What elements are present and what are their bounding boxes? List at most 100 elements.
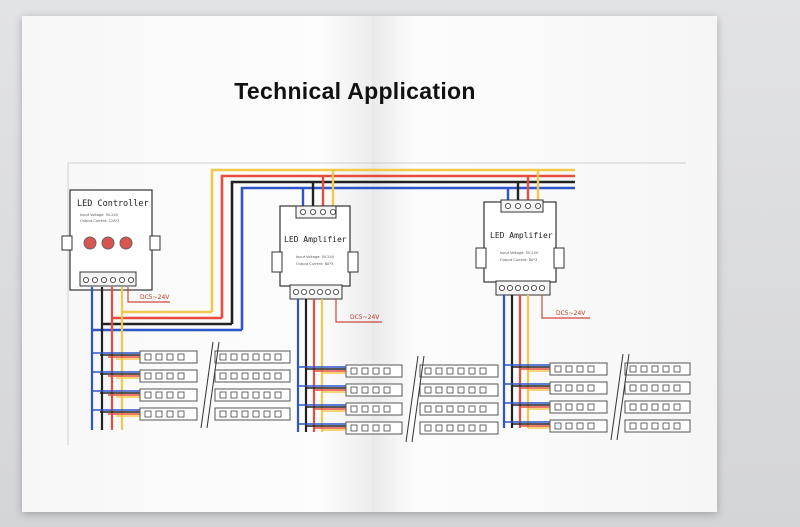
led-chip xyxy=(230,410,238,418)
led-chip xyxy=(252,353,260,361)
led-chip xyxy=(424,367,432,375)
led-chip xyxy=(479,405,487,413)
strip-cut-mark xyxy=(610,353,624,441)
led-chip xyxy=(219,391,227,399)
led-chip xyxy=(457,367,465,375)
led-chip xyxy=(424,386,432,394)
led-strips xyxy=(92,341,691,443)
led-chip xyxy=(144,372,152,380)
led-chip xyxy=(565,403,573,411)
led-chip xyxy=(468,367,476,375)
led-chip xyxy=(446,386,454,394)
led-chip xyxy=(435,424,443,432)
led-chip xyxy=(446,424,454,432)
led-chip xyxy=(263,353,271,361)
led-chip xyxy=(383,405,391,413)
led-chip xyxy=(629,403,637,411)
led-chip xyxy=(457,424,465,432)
led-chip xyxy=(640,365,648,373)
amplifier-1-input-terminal xyxy=(295,205,337,219)
top-signal-bus xyxy=(210,168,575,330)
led-chip xyxy=(662,403,670,411)
led-chip xyxy=(662,365,670,373)
led-chip xyxy=(383,367,391,375)
led-chip xyxy=(651,365,659,373)
controller-output-wires xyxy=(90,287,170,430)
led-chip xyxy=(252,391,260,399)
amplifier-1-output-wires xyxy=(296,299,382,432)
led-chip xyxy=(177,372,185,380)
led-chip xyxy=(435,386,443,394)
led-chip xyxy=(230,391,238,399)
led-chip xyxy=(372,367,380,375)
led-chip xyxy=(673,365,681,373)
led-chip xyxy=(372,424,380,432)
led-chip xyxy=(252,410,260,418)
led-chip xyxy=(361,424,369,432)
amplifier-2-dc-label: DC5~24V xyxy=(556,310,586,317)
led-chip xyxy=(372,405,380,413)
strip-cut-mark xyxy=(616,353,630,441)
led-chip xyxy=(662,384,670,392)
strip-cut-mark xyxy=(200,341,214,429)
led-chip xyxy=(468,386,476,394)
led-chip xyxy=(241,391,249,399)
led-chip xyxy=(361,367,369,375)
led-chip xyxy=(554,365,562,373)
led-chip xyxy=(144,391,152,399)
led-chip xyxy=(640,422,648,430)
led-chip xyxy=(565,384,573,392)
led-chip xyxy=(565,365,573,373)
controller-bus xyxy=(92,310,242,332)
led-chip xyxy=(252,372,260,380)
controller-spec-voltage: Input Voltage: 5V-24V xyxy=(80,213,119,217)
led-chip xyxy=(673,403,681,411)
led-chip xyxy=(155,410,163,418)
led-chip xyxy=(468,424,476,432)
led-chip xyxy=(372,386,380,394)
amplifier-1-output-terminal xyxy=(289,284,343,300)
led-chip xyxy=(166,410,174,418)
amplifier-2-title: LED Amplifier xyxy=(490,231,553,240)
led-chip xyxy=(479,386,487,394)
led-chip xyxy=(263,410,271,418)
led-chip xyxy=(144,353,152,361)
led-chip xyxy=(166,391,174,399)
amplifier-2-output-terminal xyxy=(495,280,551,296)
led-chip xyxy=(435,405,443,413)
led-chip xyxy=(457,386,465,394)
led-chip xyxy=(219,410,227,418)
led-chip xyxy=(361,405,369,413)
led-amplifier-2: LED Amplifier Input Voltage: 5V-24V Outp… xyxy=(475,199,565,296)
led-chip xyxy=(219,353,227,361)
controller-dc-label: DC5~24V xyxy=(140,294,170,301)
led-chip xyxy=(424,424,432,432)
led-chip xyxy=(350,386,358,394)
led-chip xyxy=(479,424,487,432)
led-chip xyxy=(177,391,185,399)
led-chip xyxy=(576,422,584,430)
led-chip xyxy=(576,403,584,411)
led-chip xyxy=(673,384,681,392)
led-chip xyxy=(383,386,391,394)
led-chip xyxy=(651,422,659,430)
led-chip xyxy=(587,422,595,430)
led-chip xyxy=(629,384,637,392)
led-chip xyxy=(576,365,584,373)
led-chip xyxy=(651,384,659,392)
led-strip-group-2 xyxy=(298,355,499,443)
led-chip xyxy=(468,405,476,413)
led-controller: LED Controller Input Voltage: 5V-24V Out… xyxy=(61,189,161,291)
led-chip xyxy=(166,372,174,380)
led-chip xyxy=(274,391,282,399)
led-chip xyxy=(155,372,163,380)
led-chip xyxy=(274,372,282,380)
led-chip xyxy=(166,353,174,361)
led-strip-group-1 xyxy=(92,341,291,429)
strip-cut-mark xyxy=(411,355,425,443)
amplifier-1-title: LED Amplifier xyxy=(284,235,347,244)
led-chip xyxy=(640,403,648,411)
led-chip xyxy=(230,353,238,361)
led-chip xyxy=(479,367,487,375)
